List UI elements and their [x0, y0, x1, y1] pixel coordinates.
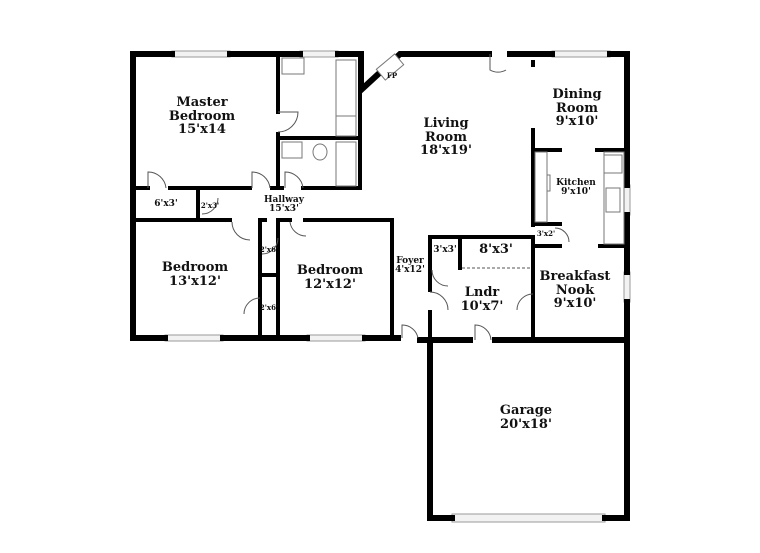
- closet-label: 3'x2': [536, 229, 556, 238]
- room-size: 20'x18': [500, 416, 552, 432]
- refrigerator: [603, 154, 623, 174]
- toilet: [312, 143, 328, 161]
- room-name: Bedroom: [161, 260, 229, 275]
- room-name: Garage: [499, 403, 553, 418]
- room-size: 18'x19': [420, 143, 472, 159]
- closet-label: 8'x3': [479, 242, 513, 257]
- bathtub-master: [335, 59, 357, 117]
- room-size: 10'x7': [460, 298, 504, 314]
- room-size: 9'x10': [553, 296, 597, 312]
- room-name: Kitchen: [556, 178, 596, 188]
- kitchen-sink: [605, 187, 621, 213]
- room-size: 15'x14: [178, 122, 226, 138]
- room-size: 4'x12': [395, 265, 425, 276]
- room-name: Hallway: [264, 195, 304, 205]
- fireplace-label: FP: [386, 71, 398, 80]
- sink-master: [281, 57, 305, 75]
- room-size: 13'x12': [169, 273, 221, 289]
- room-size: 9'x10': [555, 114, 599, 130]
- room-size: 15'x3': [269, 204, 299, 215]
- room-size: 9'x10': [561, 187, 591, 198]
- bathtub-hall: [335, 141, 357, 187]
- fixtures: [281, 53, 625, 245]
- interior-walls: [131, 52, 629, 342]
- room-name: Breakfast Nook: [539, 269, 611, 298]
- doors: [147, 54, 570, 341]
- closet-label: 6'x3': [154, 199, 178, 209]
- room-name: Bedroom: [296, 263, 364, 278]
- closet-label: 2'x6': [259, 245, 279, 254]
- room-name: Master Bedroom: [168, 95, 236, 124]
- room-name: Dining Room: [552, 87, 602, 116]
- room-name: Living Room: [423, 116, 469, 145]
- shower: [335, 115, 357, 137]
- closet-label: 2'x3': [200, 201, 220, 210]
- sink-hall: [281, 141, 303, 159]
- closet-label: 3'x3': [433, 245, 457, 255]
- exterior-walls: [130, 51, 630, 521]
- room-name: Foyer: [396, 256, 424, 266]
- room-name: Lndr: [464, 285, 500, 300]
- fireplace: [375, 53, 405, 81]
- closet-label: 2'x6': [259, 303, 279, 312]
- room-size: 12'x12': [304, 276, 356, 292]
- kitchen-counter-left: [534, 151, 548, 223]
